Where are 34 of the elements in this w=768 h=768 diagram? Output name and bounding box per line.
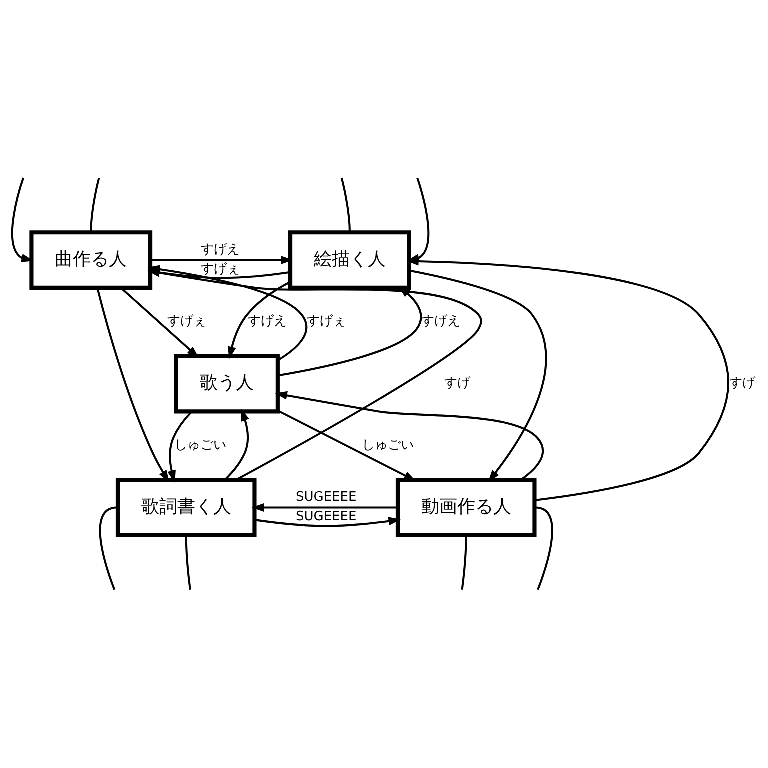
connector [90, 178, 100, 233]
node-box: 曲作る人 [30, 230, 153, 290]
connector [185, 535, 192, 590]
arrow [254, 517, 401, 528]
connector [461, 535, 468, 590]
arrow [150, 256, 294, 265]
edge-label: すげえ [201, 242, 240, 258]
edge-label: しゅごい [362, 438, 414, 453]
edge-label: すげえ [422, 314, 461, 330]
edge-label: すげ [444, 376, 470, 392]
edge-label: すげぇ [306, 314, 346, 330]
edge-label: すげ [729, 376, 756, 392]
arrow [120, 287, 200, 358]
edge-label: SUGEEEE [296, 490, 357, 506]
edge-label: SUGEEEE [296, 510, 357, 525]
node-box: 動画作る人 [396, 478, 537, 538]
node-box: 歌詞書く人 [116, 478, 257, 538]
connector [535, 506, 554, 590]
arrow [168, 410, 193, 483]
arrow [252, 503, 398, 512]
edge-label: しゅごい [174, 438, 227, 453]
arrow [224, 408, 250, 481]
arrow [228, 281, 291, 360]
connector [99, 506, 118, 590]
edge-label: すげえ [248, 314, 288, 330]
arrow [275, 391, 544, 481]
arrow [409, 270, 548, 482]
edge-label: すげぇ [201, 262, 240, 278]
node-box: 絵描く人 [288, 230, 412, 290]
arrow [11, 178, 34, 262]
edge-label: すげぇ [168, 314, 207, 330]
connector [340, 178, 351, 233]
node-box: 歌う人 [174, 354, 280, 414]
arrow [96, 288, 170, 483]
